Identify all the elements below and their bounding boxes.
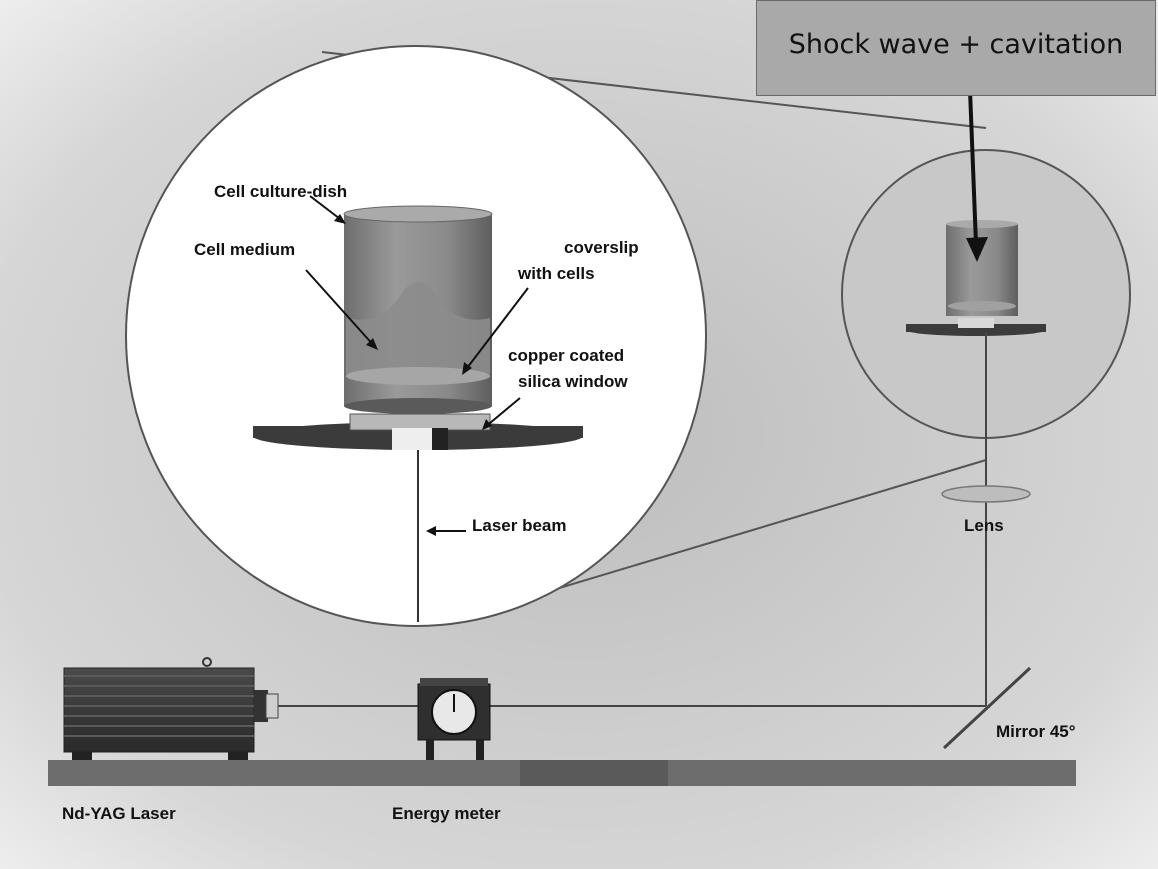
- energy-meter: [417, 678, 491, 760]
- lens-label: Lens: [964, 516, 1004, 535]
- mirror: [942, 666, 1032, 750]
- copper-window-label-line1: copper coated: [508, 346, 625, 365]
- zoom-line-bottom: [495, 459, 987, 608]
- nd-yag-laser-label: Nd-YAG Laser: [62, 804, 176, 823]
- lens: [941, 485, 1031, 503]
- silica-window: [349, 413, 491, 431]
- mirror-label: Mirror 45°: [996, 722, 1076, 741]
- callout-box: Shock wave + cavitation: [756, 0, 1156, 96]
- callout-text: Shock wave + cavitation: [788, 29, 1124, 60]
- cell-medium-label: Cell medium: [194, 240, 296, 259]
- nd-yag-laser: [63, 657, 279, 760]
- cell-medium: [346, 282, 490, 374]
- laser-beam-label: Laser beam: [472, 516, 567, 535]
- cell-culture-dish-label: Cell culture-dish: [214, 182, 348, 201]
- coverslip-label-line2: with cells: [518, 264, 595, 283]
- coverslip-label-line1: coverslip: [564, 238, 639, 257]
- copper-window-label-line2: silica window: [518, 372, 628, 391]
- coverslip: [346, 367, 490, 385]
- callout-arrow: [968, 89, 978, 245]
- energy-meter-label: Energy meter: [392, 804, 501, 823]
